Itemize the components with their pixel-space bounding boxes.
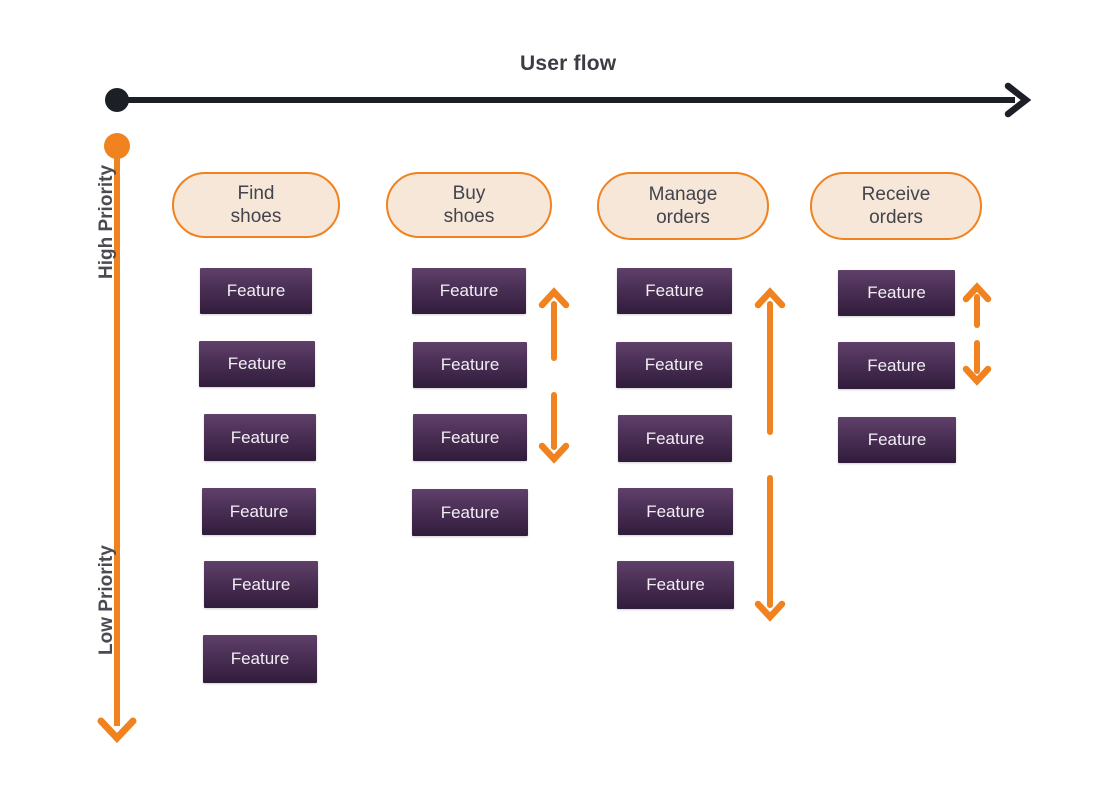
stage-pill-find-shoes[interactable]: Find shoes [172,172,340,238]
feature-box[interactable]: Feature [203,635,317,683]
feature-box[interactable]: Feature [412,489,528,536]
feature-box[interactable]: Feature [617,268,732,314]
priority-arrow-down [754,475,786,623]
priority-arrow-up [962,282,992,328]
arrow-right-icon [1004,82,1032,118]
priority-arrow-up [754,287,786,435]
priority-arrow-up [538,287,570,361]
feature-box[interactable]: Feature [838,417,956,463]
feature-box[interactable]: Feature [618,415,732,462]
feature-box[interactable]: Feature [618,488,733,535]
feature-box[interactable]: Feature [204,561,318,608]
feature-box[interactable]: Feature [204,414,316,461]
feature-box[interactable]: Feature [616,342,732,388]
stage-pill-manage-orders[interactable]: Manage orders [597,172,769,240]
priority-arrow-down [962,340,992,386]
feature-box[interactable]: Feature [202,488,316,535]
arrow-up-icon [538,287,570,309]
user-flow-axis [105,78,1032,122]
feature-box[interactable]: Feature [838,342,955,389]
feature-box[interactable]: Feature [413,342,527,388]
feature-box[interactable]: Feature [412,268,526,314]
user-flow-title: User flow [520,52,617,75]
arrow-down-icon [97,717,137,744]
arrow-down-icon [962,365,992,386]
arrow-down-icon [538,442,570,464]
priority-label-high: High Priority [96,164,117,279]
priority-axis [97,133,137,748]
arrow-up-icon [754,287,786,309]
feature-box[interactable]: Feature [413,414,527,461]
arrow-up-icon [962,282,992,303]
feature-box[interactable]: Feature [617,561,734,609]
stage-pill-buy-shoes[interactable]: Buy shoes [386,172,552,238]
priority-arrow-down [538,392,570,464]
user-flow-axis-line [117,97,1015,103]
feature-box[interactable]: Feature [838,270,955,316]
feature-box[interactable]: Feature [199,341,315,387]
feature-box[interactable]: Feature [200,268,312,314]
priority-axis-line [114,146,120,726]
arrow-down-icon [754,600,786,622]
stage-pill-receive-orders[interactable]: Receive orders [810,172,982,240]
priority-label-low: Low Priority [96,545,117,655]
